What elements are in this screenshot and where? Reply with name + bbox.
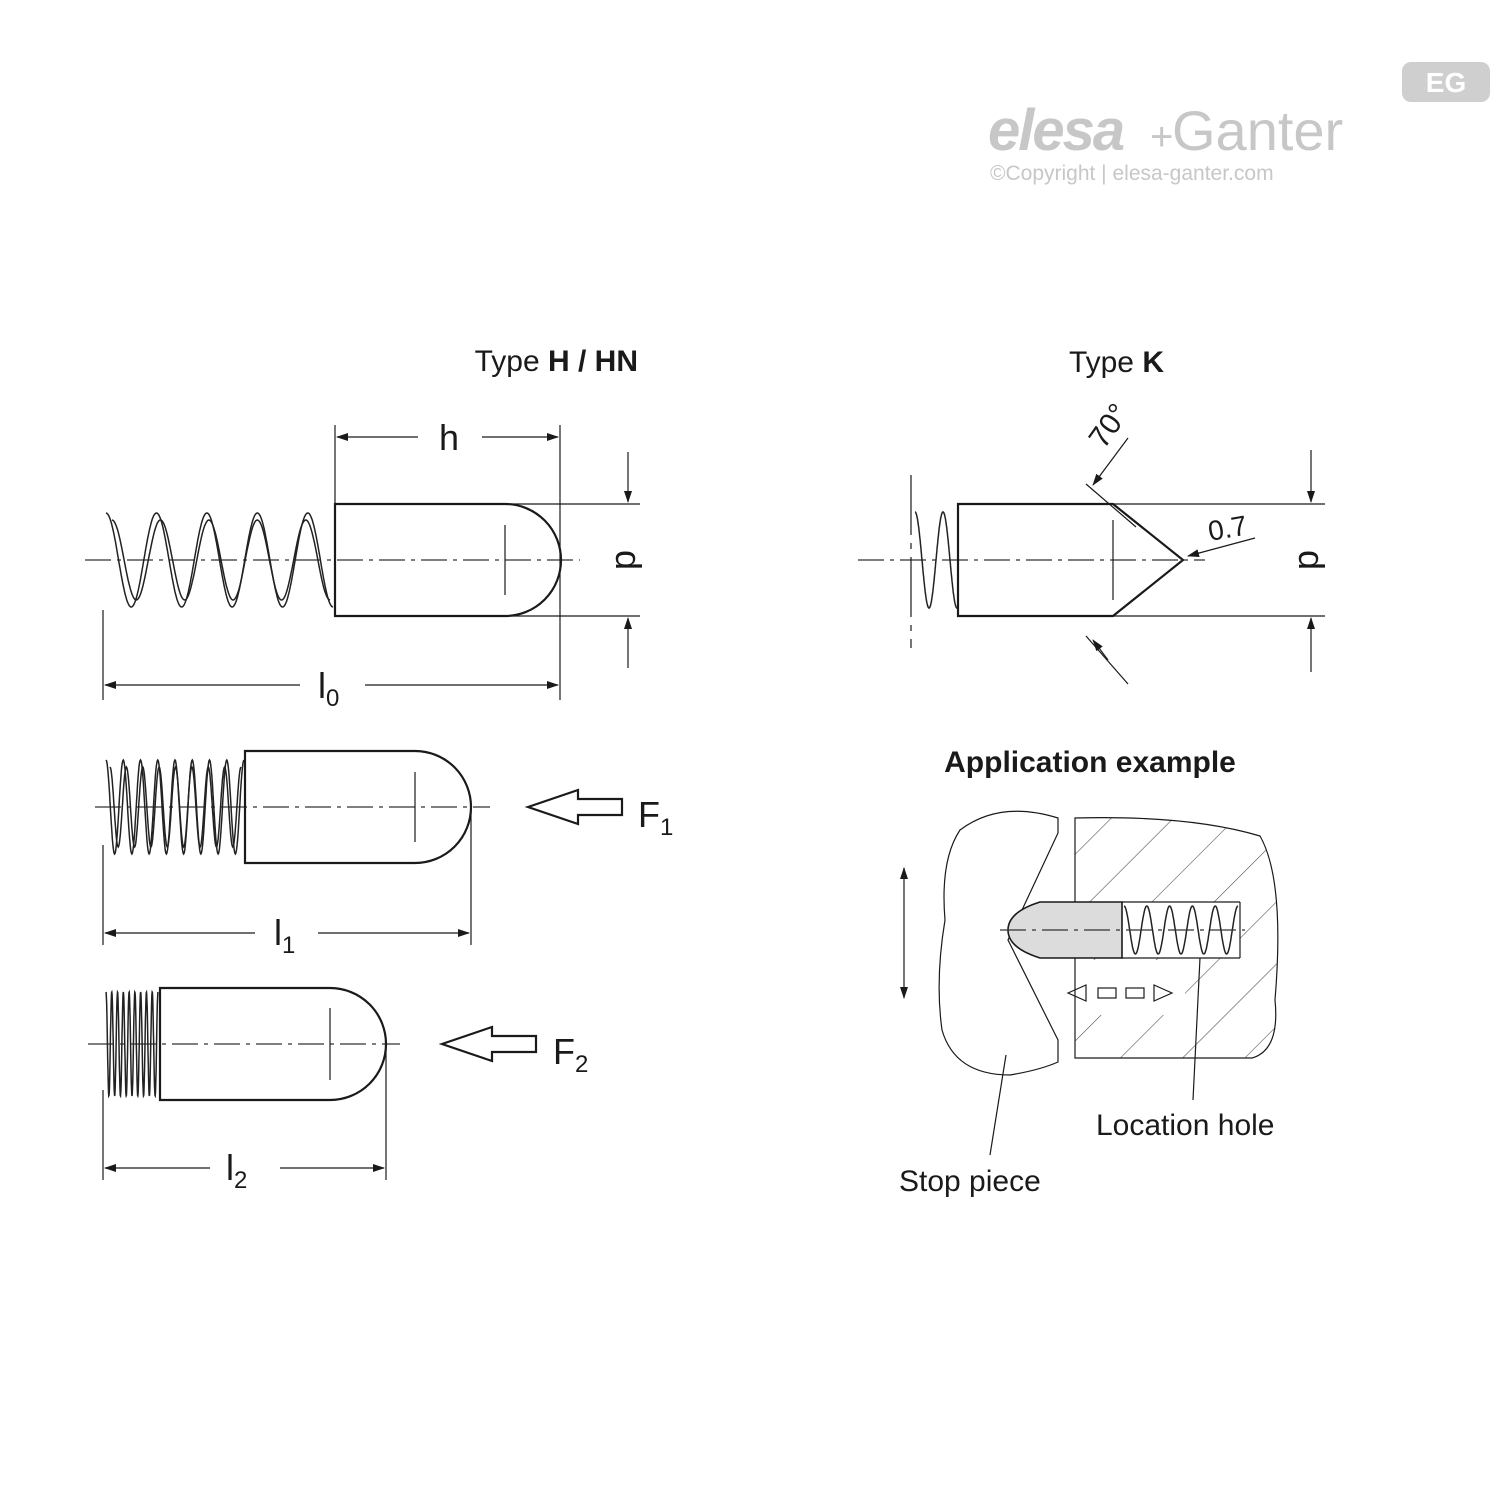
logo-elesa: elesa bbox=[988, 98, 1124, 163]
type-k-view: 70° 0.7 d bbox=[858, 398, 1332, 685]
type-h-f2-view: l2 F2 bbox=[88, 986, 588, 1194]
stop-piece bbox=[938, 810, 1059, 1076]
motion-indicator bbox=[1066, 984, 1174, 1002]
application-title: Application example bbox=[944, 746, 1236, 779]
dim-l1: l1 bbox=[274, 912, 295, 959]
dim-h: h bbox=[439, 417, 459, 458]
dim-d: d bbox=[608, 550, 649, 570]
type-h-f1-view: l1 F1 bbox=[95, 749, 673, 959]
plunger-body-f2 bbox=[158, 986, 388, 1102]
location-wall bbox=[1074, 817, 1279, 1059]
force-f1: F1 bbox=[638, 794, 673, 841]
label-stop-piece: Stop piece bbox=[899, 1165, 1041, 1198]
logo-plus: + bbox=[1150, 115, 1173, 159]
dim-l0: l0 bbox=[318, 665, 339, 712]
compressed-spring-1 bbox=[105, 758, 245, 856]
force-arrow-1 bbox=[524, 788, 624, 826]
free-spring bbox=[105, 512, 334, 608]
logo-badge: EG bbox=[1402, 62, 1490, 102]
plunger-body bbox=[333, 502, 563, 618]
force-f2: F2 bbox=[553, 1031, 588, 1078]
application-example: Stop piece Location hole bbox=[899, 810, 1279, 1198]
angle-70: 70° bbox=[1083, 398, 1136, 454]
dim-d-k: d bbox=[1291, 550, 1332, 570]
logo-badge-text: EG bbox=[1426, 67, 1466, 98]
type-k-title: Type K bbox=[1069, 346, 1164, 379]
type-h-title: Type H / HN bbox=[475, 345, 638, 378]
force-arrow-2 bbox=[438, 1025, 538, 1063]
plunger-body-k bbox=[956, 502, 1185, 618]
label-location-hole: Location hole bbox=[1096, 1109, 1274, 1142]
logo-copyright: ©Copyright | elesa-ganter.com bbox=[990, 162, 1274, 185]
brand-logo: elesa + Ganter ©Copyright | elesa-ganter… bbox=[988, 62, 1490, 185]
type-h-free-view: h d l0 bbox=[85, 417, 649, 712]
tip-radius: 0.7 bbox=[1206, 510, 1250, 547]
dim-l2: l2 bbox=[226, 1147, 247, 1194]
logo-ganter: Ganter bbox=[1172, 99, 1343, 162]
compressed-spring-2 bbox=[105, 989, 159, 1099]
